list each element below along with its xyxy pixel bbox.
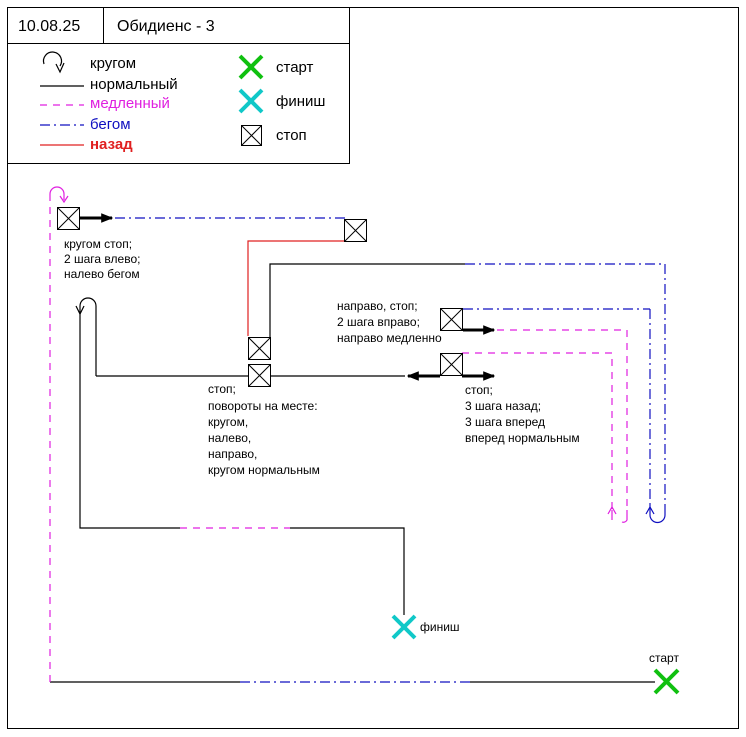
note-line: направо, — [208, 447, 257, 461]
note-line: вперед нормальным — [465, 431, 580, 445]
header: 10.08.25 Обидиенс - 3 — [7, 7, 350, 44]
note-right-lower: стоп; 3 шага назад; 3 шага вперед вперед… — [465, 383, 580, 445]
outer-border — [7, 7, 739, 729]
note-center: стоп; повороты на месте: кругом, налево,… — [208, 382, 320, 477]
direction-arrows — [80, 213, 496, 381]
note-line: кругом стоп; — [64, 237, 132, 251]
start-icon — [238, 54, 264, 80]
note-top-left: кругом стоп; 2 шага влево; налево бегом — [64, 237, 140, 281]
stop-marker — [248, 337, 271, 360]
stop-marker — [440, 353, 463, 376]
finish-marker — [391, 614, 417, 640]
note-line: кругом нормальным — [208, 463, 320, 477]
legend-run: бегом — [90, 116, 131, 133]
note-line: стоп; — [465, 383, 493, 397]
note-line: 2 шага влево; — [64, 252, 140, 266]
note-right-upper: направо, стоп; 2 шага вправо; направо ме… — [337, 299, 442, 345]
turn-around-icon — [42, 51, 65, 74]
start-label: старт — [649, 651, 679, 665]
header-date: 10.08.25 — [18, 18, 80, 35]
note-line: направо, стоп; — [337, 299, 418, 313]
note-line: налево бегом — [64, 267, 140, 281]
header-title: Обидиенс - 3 — [117, 18, 215, 35]
stop-marker — [440, 308, 463, 331]
finish-label: финиш — [420, 620, 460, 634]
stop-marker — [344, 219, 367, 242]
note-line: 3 шага вперед — [465, 415, 545, 429]
legend-back: назад — [90, 136, 133, 153]
stop-marker — [248, 364, 271, 387]
stop-marker — [57, 207, 80, 230]
legend-normal: нормальный — [90, 76, 178, 93]
note-line: 2 шага вправо; — [337, 315, 420, 329]
legend-slow: медленный — [90, 95, 170, 112]
stop-icon — [241, 125, 262, 146]
stop-markers — [57, 207, 463, 387]
course-paths — [49, 200, 666, 683]
finish-icon — [238, 88, 264, 114]
note-line: 3 шага назад; — [465, 399, 541, 413]
note-line: налево, — [208, 431, 251, 445]
note-line: стоп; — [208, 382, 236, 396]
note-line: повороты на месте: — [208, 399, 318, 413]
note-line: кругом, — [208, 415, 248, 429]
legend-finish: финиш — [276, 93, 325, 110]
note-line: направо медленно — [337, 331, 442, 345]
turn-marks — [49, 186, 666, 524]
legend-turn-around: кругом — [90, 55, 136, 72]
legend-stop: стоп — [276, 127, 307, 144]
start-marker — [653, 668, 680, 695]
legend: кругом нормальный медленный бегом назад … — [7, 43, 350, 164]
legend-start: старт — [276, 59, 314, 76]
